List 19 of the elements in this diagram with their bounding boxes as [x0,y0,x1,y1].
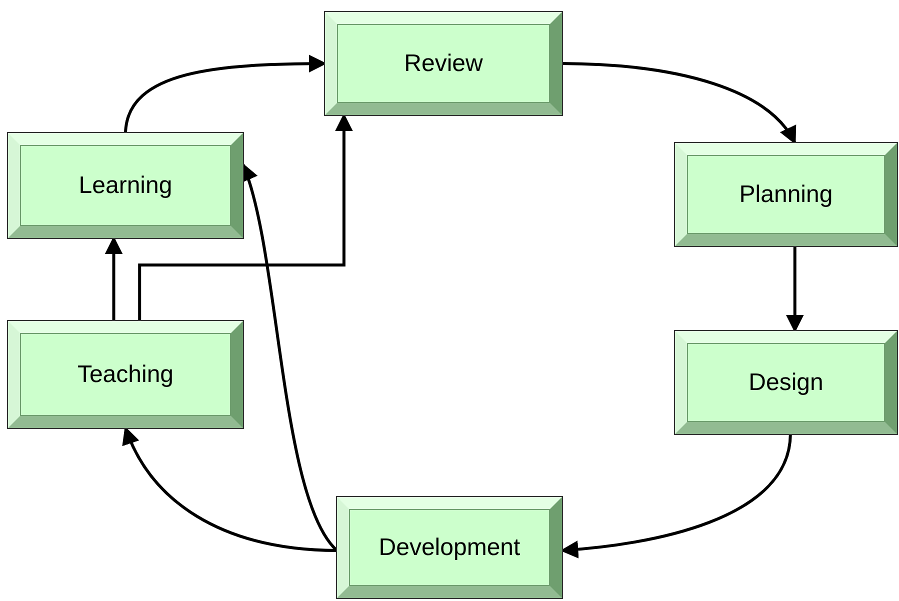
arrow [562,62,796,145]
bevel-box [675,143,897,246]
bevel-box [325,12,562,115]
box-label: Design [748,368,824,398]
arrow [104,236,123,321]
arrow [138,113,353,321]
box-label: Teaching [77,360,174,390]
box-label: Development [378,532,520,562]
arrow [124,54,327,134]
bevel-box [337,497,562,598]
arrow [123,426,338,552]
box-label: Planning [739,180,833,210]
box-label: Review [404,48,483,78]
box-label: Learning [78,170,172,200]
arrow [560,434,792,558]
bevel-box [8,133,243,238]
bevel-box [675,331,897,434]
bevel-box [8,321,243,428]
arrow [786,246,804,333]
